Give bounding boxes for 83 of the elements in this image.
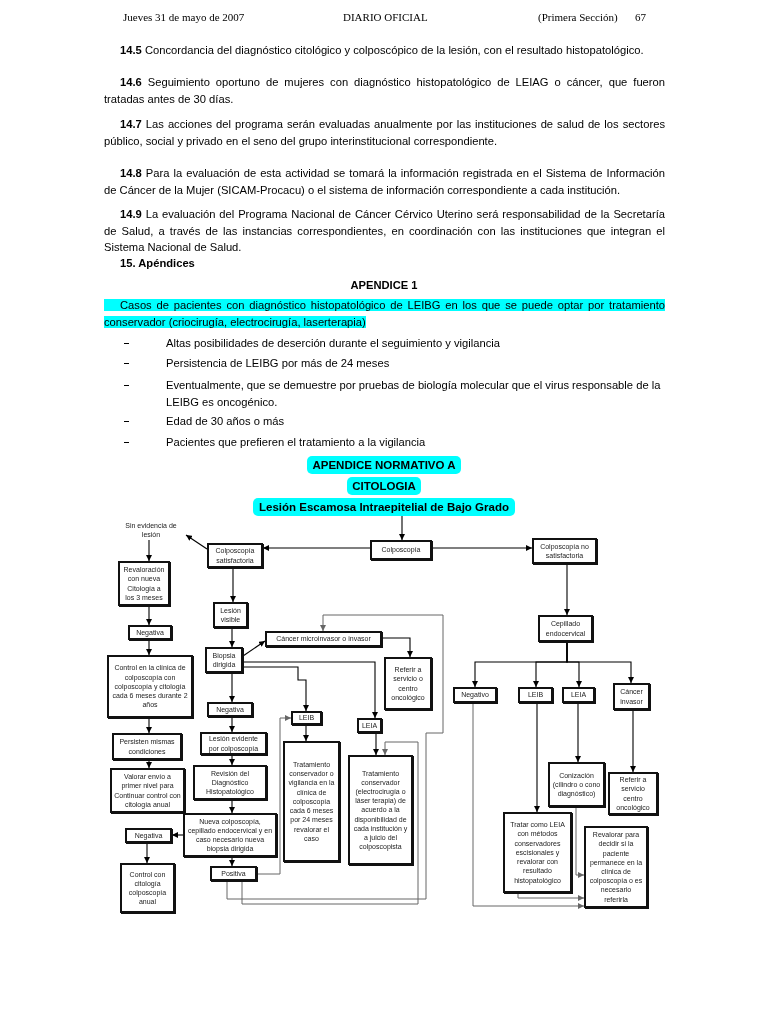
arrow: [229, 754, 235, 766]
arrow: [241, 741, 419, 905]
process-box: [613, 683, 650, 710]
process-box: [608, 772, 658, 815]
page-number: 67: [635, 11, 646, 24]
list-item: Eventualmente, que se demuestre por pruebas de biología molecular que el virus responsable de la LEIBG es oncogénico.: [166, 378, 662, 410]
arrow: [399, 515, 405, 541]
process-box: [291, 711, 322, 725]
arrow: [230, 567, 236, 603]
arrow: [229, 856, 235, 867]
process-box: [348, 755, 413, 865]
arrow: [146, 539, 152, 562]
header-title: DIARIO OFICIAL: [343, 11, 428, 24]
process-box: [538, 615, 593, 642]
highlighted-paragraph: Casos de pacientes con diagnóstico histopatológico de LEIBG en los que se puede optar por tratamiento conservador (criocirugía, electrocirugía, laserterapia): [104, 298, 665, 330]
paragraph: 14.6 Seguimiento oportuno de mujeres con diagnóstico histopatológico de LEIAG o cáncer, que fueron tratadas antes de 30 días.: [104, 75, 665, 107]
process-box: [207, 543, 263, 568]
process-box: [107, 655, 193, 718]
arrow: [229, 799, 235, 814]
arrow: [575, 702, 581, 763]
list-item: Pacientes que prefieren el tratamiento a la vigilancia: [166, 435, 427, 450]
list-item: Persistencia de LEIBG por más de 24 meses: [166, 356, 391, 371]
highlighted-heading: APENDICE NORMATIVO A: [307, 456, 461, 474]
arrow: [381, 637, 413, 658]
header-date: Jueves 31 de mayo de 2007: [123, 11, 245, 24]
arrow: [229, 672, 235, 703]
paragraph: 14.5 Concordancia del diagnóstico citológico y colposcópico de la lesión, con el resultado histopatológico.: [119, 43, 645, 58]
process-box: [384, 657, 432, 710]
arrow: [431, 545, 533, 551]
process-box: [210, 866, 257, 881]
process-box: [518, 687, 553, 703]
arrow: [146, 759, 152, 769]
section-heading: 15. Apéndices: [120, 256, 195, 271]
arrow: [229, 627, 235, 648]
process-box: [205, 647, 243, 673]
process-box: [112, 733, 182, 760]
process-box: [200, 732, 267, 755]
arrow: [534, 702, 540, 813]
arrow: [229, 716, 235, 733]
process-box: [213, 602, 248, 628]
heading-text: Lesión Escamosa Intraepitelial de Bajo Grado: [259, 500, 509, 514]
list-item: Altas posibilidades de deserción durante el seguimiento y vigilancia: [166, 336, 501, 351]
process-box: [265, 631, 382, 647]
arrow: [242, 666, 309, 712]
process-box: [453, 687, 497, 703]
arrow: [575, 806, 585, 878]
process-box: [125, 828, 172, 843]
arrow: [226, 614, 444, 900]
arrow: [242, 661, 378, 719]
process-box: [283, 741, 340, 862]
arrow: [564, 563, 570, 616]
arrow: [262, 545, 371, 551]
arrow: [566, 641, 634, 684]
arrow: [185, 534, 208, 550]
list-item: Edad de 30 años o más: [166, 414, 286, 429]
arrow: [146, 717, 152, 734]
process-box: [120, 863, 175, 913]
arrow: [373, 732, 379, 756]
process-box: [548, 762, 605, 807]
arrow: [146, 605, 152, 626]
arrow: [242, 640, 266, 657]
arrow: [630, 709, 636, 773]
process-box: [503, 812, 572, 893]
process-box: [207, 702, 253, 717]
process-box: [128, 625, 172, 640]
process-box: [562, 687, 595, 703]
arrow: [146, 639, 152, 656]
arrow: [171, 832, 184, 838]
paragraph: 14.9 La evaluación del Programa Nacional de Cáncer Cérvico Uterino será responsabilidad de la Secretaría de Salud, a través de las instancias correspondientes, en coordinación con las instituciones que integran el Sistema Nacional de Salud.: [104, 207, 665, 255]
paragraph: 14.7 Las acciones del programa serán evaluadas anualmente por las instituciones de salud de los sectores público, social y privado en el seno del grupo interinstitucional correspondiente.: [104, 117, 665, 149]
appendix-heading: APENDICE 1: [350, 279, 418, 291]
paragraph: 14.8 Para la evaluación de esta actividad se tomará la información registrada en el Sistema de Información de Cáncer de la Mujer (SICAM-Procacu) o el sistema de información correspondiente a cada institución.: [104, 166, 665, 198]
arrow: [472, 702, 585, 909]
process-box: [370, 540, 432, 560]
process-box: [532, 538, 597, 564]
arrow: [517, 892, 585, 901]
arrow: [303, 724, 309, 742]
process-box: [357, 718, 382, 733]
arrow: [144, 842, 150, 864]
header-section: (Primera Sección): [538, 11, 618, 24]
highlighted-heading: CITOLOGIA: [347, 477, 421, 495]
highlighted-heading: [253, 498, 515, 516]
process-box: [193, 765, 267, 800]
